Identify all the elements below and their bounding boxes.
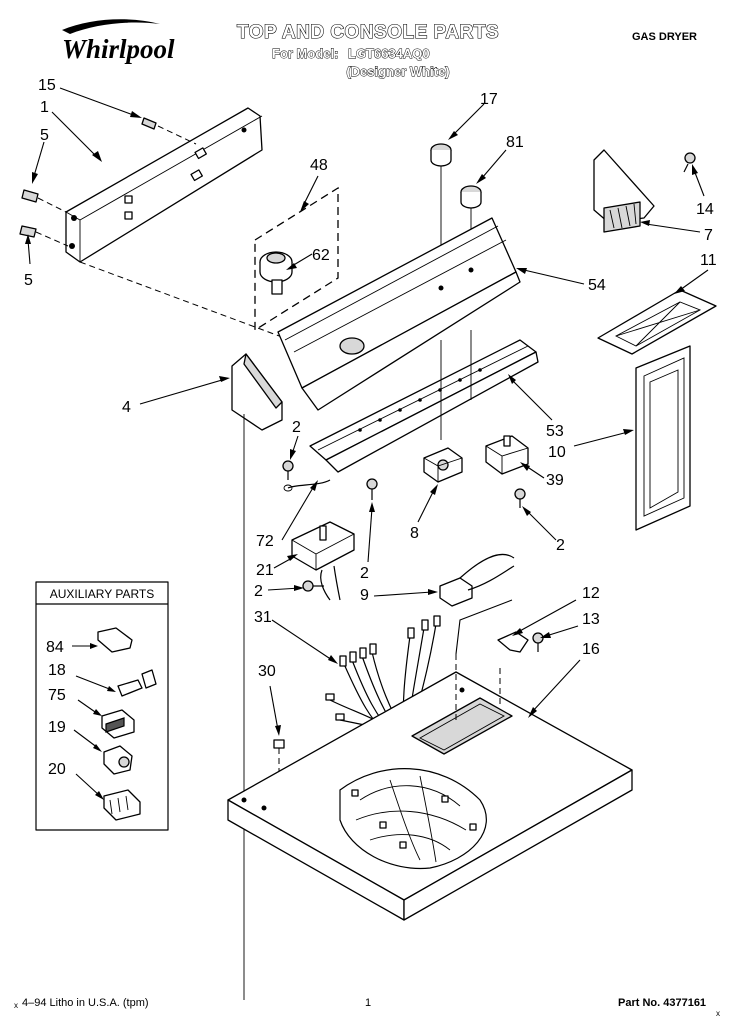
part-8-sensor: [423, 447, 463, 483]
callout-9: 9: [360, 587, 369, 604]
screw-13: [532, 632, 544, 652]
page-title: TOP AND CONSOLE PARTS: [237, 22, 499, 43]
aux-part-19-clip: [103, 745, 133, 775]
screw-2-block: [514, 488, 526, 508]
callout-4: 4: [122, 399, 131, 416]
auxiliary-parts-box: AUXILIARY PARTS 84 18 75 19 20: [35, 581, 169, 831]
part-16-top-panel: [227, 654, 633, 921]
screw-2-switch: [302, 580, 324, 592]
callout-15: 15: [38, 77, 56, 94]
footer-litho: 4–94 Litho in U.S.A. (tpm): [22, 997, 149, 1009]
part-39-block: [485, 435, 529, 475]
logo-swoosh: [62, 19, 160, 34]
callout-13: 13: [582, 611, 600, 628]
part-48-group: [254, 186, 339, 332]
part-4-endcap: [231, 353, 283, 1000]
model-prefix: For Model:: [272, 46, 338, 61]
brand-logo: Whirlpool: [62, 19, 175, 64]
brand-name: Whirlpool: [62, 34, 175, 64]
callout-labels: 15 1 5 5 48 62 17 81 54 14 7 11 4 2 53 1…: [24, 77, 717, 680]
callout-11: 11: [700, 252, 717, 269]
screw-15: [141, 117, 197, 145]
callout-12: 12: [582, 585, 600, 602]
aux-label-19: 19: [48, 719, 66, 736]
aux-label-84: 84: [46, 639, 64, 656]
callout-81: 81: [506, 134, 524, 151]
part-12-bracket: [497, 631, 529, 653]
part-1-bracket: [65, 107, 263, 263]
model-variant: (Designer White): [346, 64, 449, 79]
model-number: LGT6634AQ0: [348, 46, 430, 61]
callout-62: 62: [312, 247, 330, 264]
aux-part-20-block: [103, 789, 141, 821]
aux-label-20: 20: [48, 761, 66, 778]
callout-72: 72: [256, 533, 274, 550]
aux-part-75-plug: [101, 709, 135, 739]
callout-21: 21: [256, 562, 274, 579]
callout-8: 8: [410, 525, 419, 542]
callout-54: 54: [588, 277, 606, 294]
part-72-ground-wire: [287, 479, 331, 489]
aux-part-18-connector: [117, 669, 157, 697]
part-62-knob: [259, 251, 293, 295]
callout-2-center: 2: [360, 565, 369, 582]
footer-mark-right: x: [716, 1009, 720, 1018]
part-10-lint-screen: [635, 345, 691, 531]
part-7-bracket: [593, 149, 655, 233]
callout-2-upper-left: 2: [292, 419, 301, 436]
callout-2-block: 2: [556, 537, 565, 554]
screw-2-upper-left: [282, 460, 294, 492]
callout-5-lower: 5: [24, 272, 33, 289]
callout-leaders: [25, 87, 709, 736]
product-type: GAS DRYER: [632, 31, 697, 43]
footer-page-number: 1: [365, 997, 371, 1009]
callout-16: 16: [582, 641, 600, 658]
callout-53: 53: [546, 423, 564, 440]
part-53-channel: [309, 330, 539, 473]
part-11-lint-cover: [597, 289, 717, 355]
part-54-console: [277, 217, 521, 411]
callout-5-upper: 5: [40, 127, 49, 144]
part-9-harness: [439, 553, 515, 607]
callout-48: 48: [310, 157, 328, 174]
callout-1: 1: [40, 99, 49, 116]
part-16-wire-bundle: [339, 768, 487, 870]
screw-5-lower: [19, 225, 69, 247]
aux-label-75: 75: [48, 687, 66, 704]
callout-30: 30: [258, 663, 276, 680]
aux-label-18: 18: [48, 662, 66, 679]
aux-part-84-terminal: [97, 627, 133, 653]
footer-mark-left: x: [14, 1001, 18, 1010]
screw-5-upper: [21, 189, 67, 213]
screw-2-center: [366, 478, 378, 500]
callout-14: 14: [696, 201, 714, 218]
callout-39: 39: [546, 472, 564, 489]
auxiliary-title: AUXILIARY PARTS: [50, 587, 155, 601]
callout-7: 7: [704, 227, 713, 244]
callout-10: 10: [548, 444, 566, 461]
footer-part-number: Part No. 4377161: [618, 997, 706, 1009]
screw-14: [683, 152, 696, 173]
callout-31: 31: [254, 609, 272, 626]
callout-2-switch: 2: [254, 583, 263, 600]
callout-17: 17: [480, 91, 498, 108]
